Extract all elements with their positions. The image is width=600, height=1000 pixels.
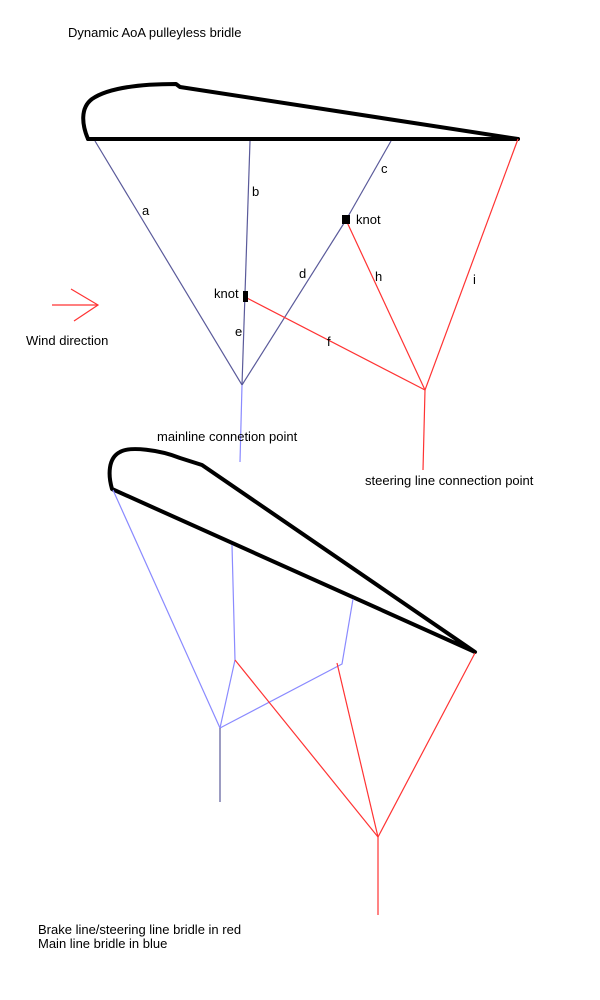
top-diagram: a b c d e f h i knot knot Wind direction…: [26, 82, 534, 488]
wind-arrow-icon: [52, 288, 100, 322]
legend-blue: Main line bridle in blue: [38, 936, 167, 951]
label-e: e: [235, 324, 242, 339]
knot-lower: [243, 291, 248, 302]
label-i: i: [473, 272, 476, 287]
bottom-line-rear: [219, 598, 354, 729]
line-c: [345, 140, 392, 221]
label-d: d: [299, 266, 306, 281]
knot-label-lower: knot: [214, 286, 239, 301]
bottom-red-front: [234, 659, 379, 838]
steering-label: steering line connection point: [365, 473, 534, 488]
knot-label-upper: knot: [356, 212, 381, 227]
diagram-title: Dynamic AoA pulleyless bridle: [68, 25, 241, 40]
label-a: a: [142, 203, 150, 218]
label-h: h: [375, 269, 382, 284]
legend-red: Brake line/steering line bridle in red: [38, 922, 241, 937]
label-f: f: [327, 334, 331, 349]
knot-upper: [342, 215, 350, 224]
line-a: [94, 140, 243, 386]
mainline: [239, 384, 243, 463]
label-c: c: [381, 161, 388, 176]
wing-profile-top: [81, 82, 520, 141]
wing-profile-bottom: [107, 447, 477, 654]
bottom-red-middle: [336, 662, 379, 838]
line-h: [345, 219, 426, 391]
bottom-diagram: [107, 447, 477, 915]
line-f: [244, 296, 426, 391]
line-d: [241, 219, 347, 386]
wind-label: Wind direction: [26, 333, 108, 348]
mainline-label: mainline connetion point: [157, 429, 298, 444]
line-b-e: [241, 140, 251, 386]
label-b: b: [252, 184, 259, 199]
bottom-red-trailing: [377, 652, 476, 838]
steering-line: [422, 389, 426, 471]
bottom-line-front: [112, 489, 221, 729]
line-i: [424, 138, 519, 391]
bottom-line-middle: [219, 544, 236, 729]
